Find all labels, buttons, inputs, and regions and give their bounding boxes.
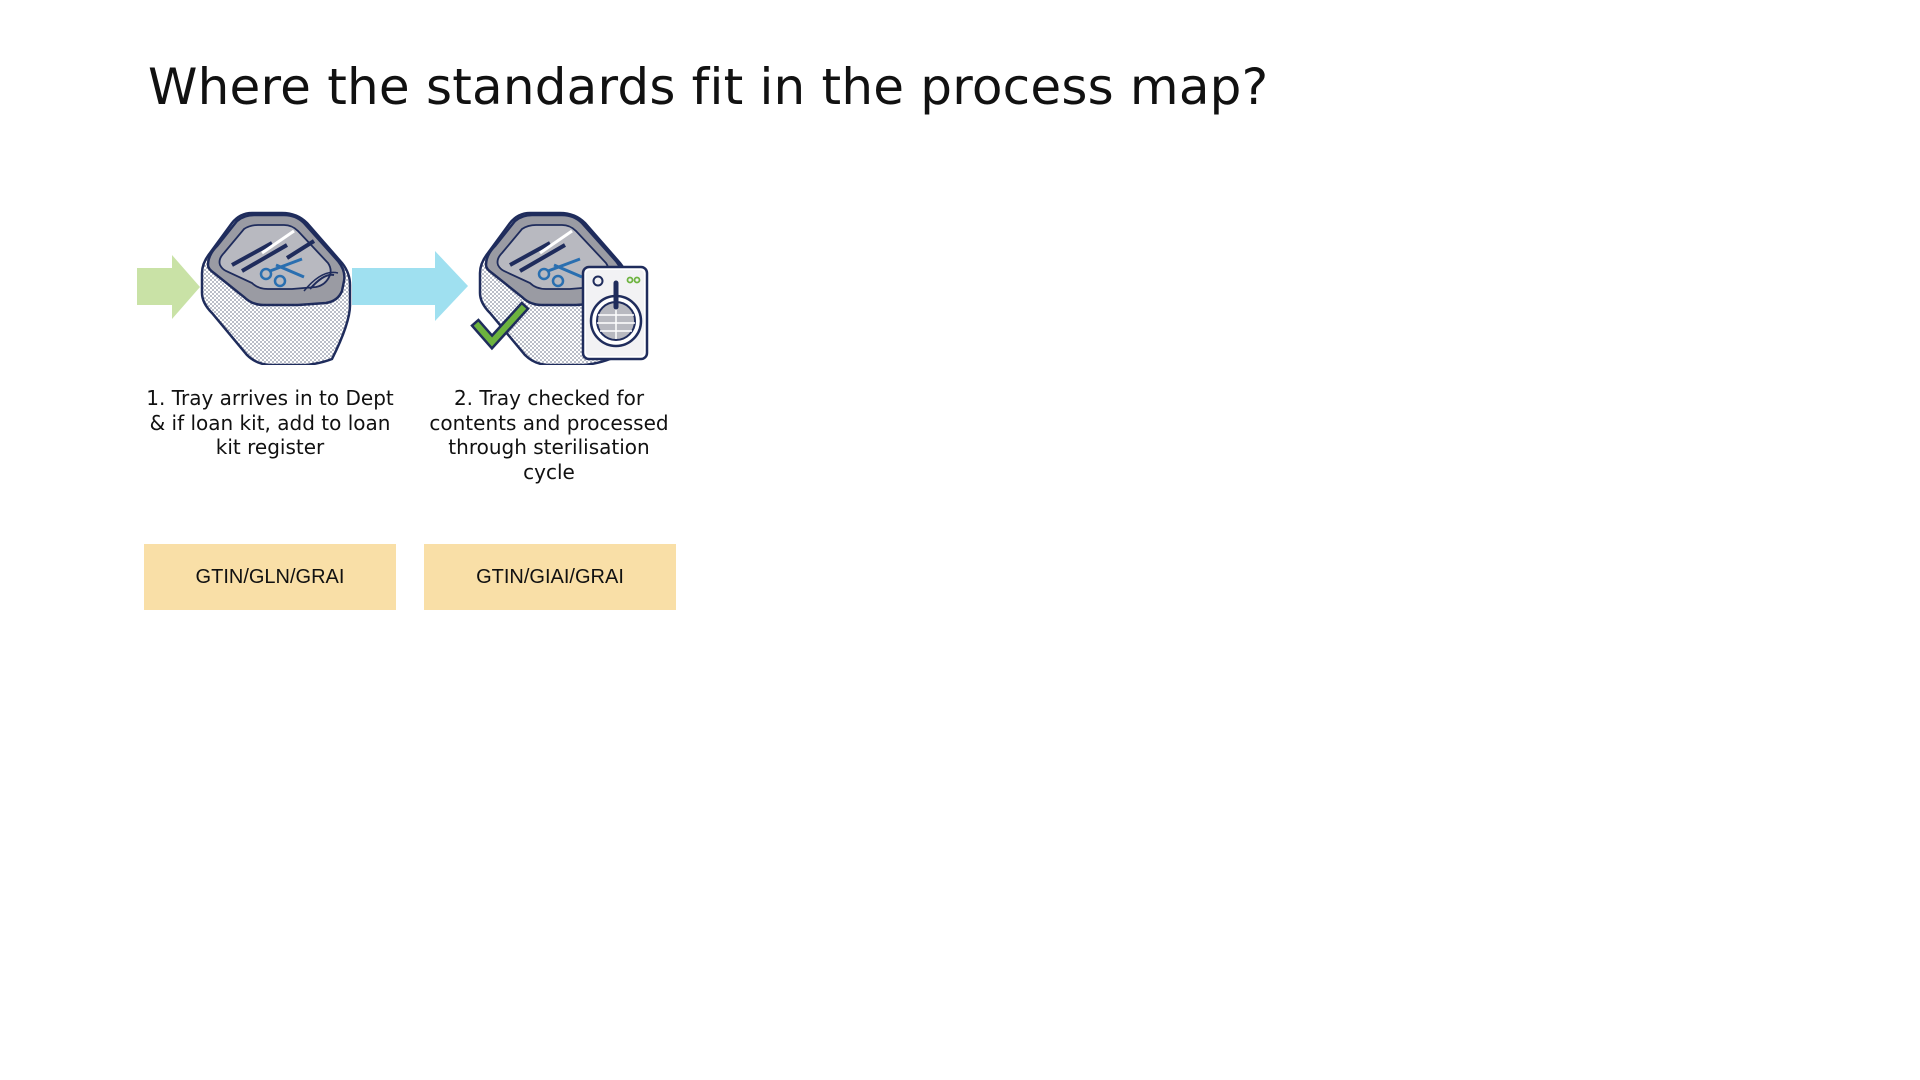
step-1-standards-box: GTIN/GLN/GRAI <box>144 544 396 610</box>
process-map-graphic <box>137 211 649 365</box>
step-2-standards-box: GTIN/GIAI/GRAI <box>424 544 676 610</box>
step-1-caption: 1. Tray arrives in to Dept & if loan kit… <box>146 386 394 459</box>
steriliser-machine-icon <box>581 265 649 361</box>
checkmark-icon <box>470 301 530 351</box>
step-1-standards-label: GTIN/GLN/GRAI <box>195 565 345 588</box>
page-title: Where the standards fit in the process m… <box>148 58 1269 116</box>
step-2-standards-label: GTIN/GIAI/GRAI <box>476 565 624 588</box>
surgical-tray-icon <box>200 211 352 365</box>
step-2-caption: 2. Tray checked for contents and process… <box>429 386 669 484</box>
arrow-right-icon <box>137 255 200 319</box>
arrow-right-icon <box>352 251 468 321</box>
